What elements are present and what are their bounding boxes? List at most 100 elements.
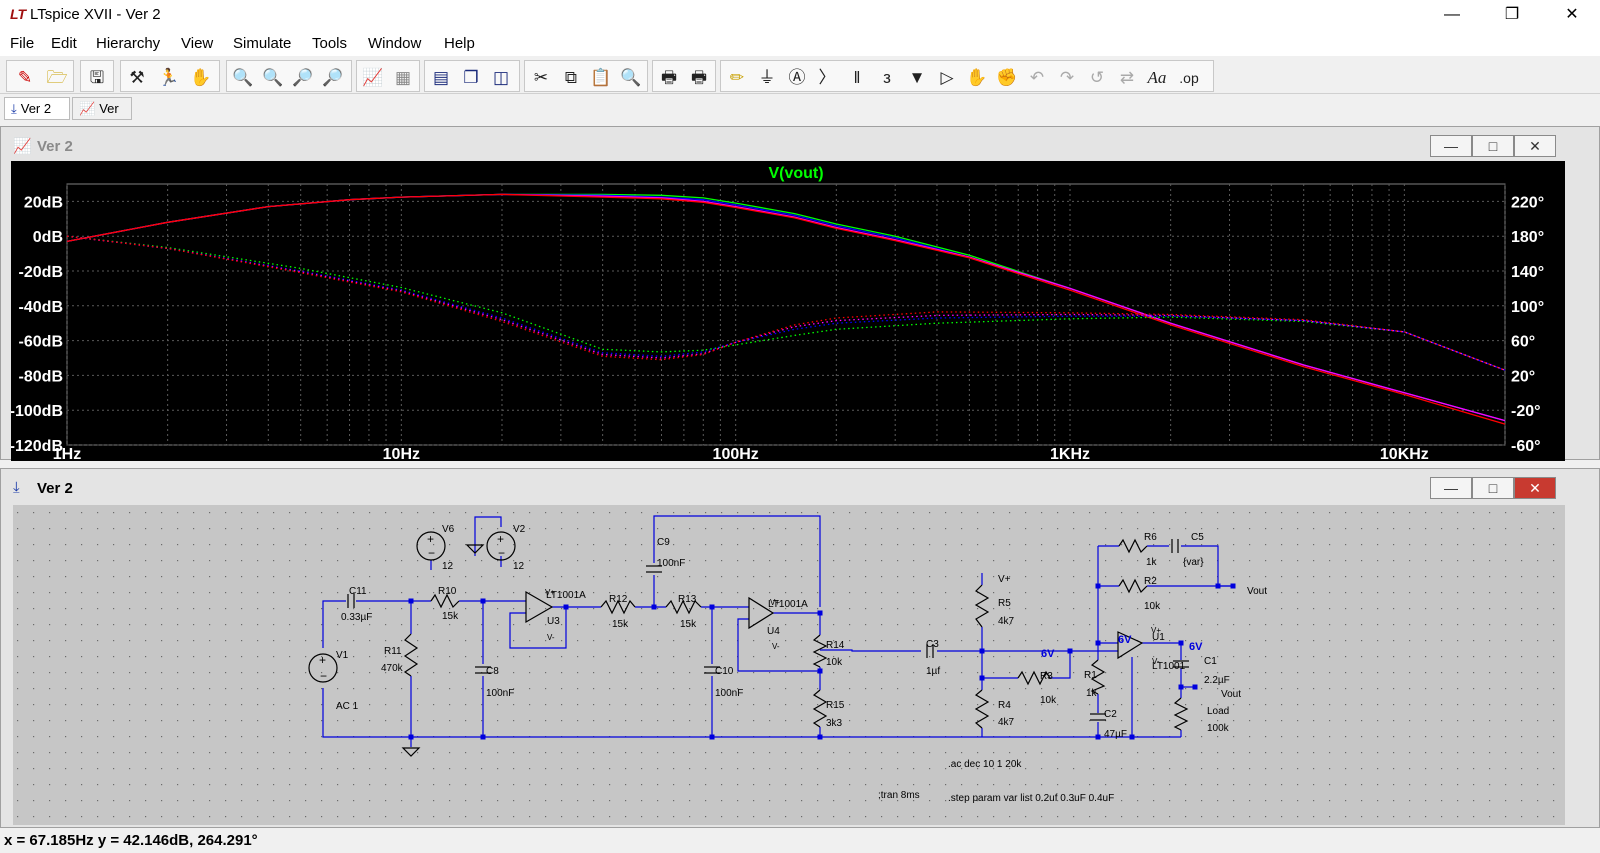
print-icon[interactable]: 🖶: [660, 68, 678, 87]
menu-edit[interactable]: Edit: [51, 35, 77, 52]
cut-icon[interactable]: ✂: [533, 68, 549, 87]
menu-tools[interactable]: Tools: [312, 35, 348, 52]
waveform-minimize-button[interactable]: —: [1430, 135, 1472, 157]
save-icon[interactable]: 🖫: [89, 68, 105, 87]
schematic-label: 10k: [1040, 695, 1057, 706]
tab-waveform[interactable]: 📈Ver 2: [72, 97, 132, 138]
tile-horizontal-icon[interactable]: ▤: [432, 68, 450, 87]
schematic-label: LT1001A: [768, 599, 808, 610]
cascade-icon[interactable]: ❐: [463, 68, 479, 87]
schematic-maximize-button[interactable]: □: [1472, 477, 1514, 499]
menu-simulate[interactable]: Simulate: [233, 35, 292, 52]
menu-hierarchy[interactable]: Hierarchy: [96, 35, 161, 52]
title-bar: LT LTspice XVII - Ver 2 — ❐ ✕: [0, 0, 1600, 30]
fft-icon[interactable]: ▦: [394, 68, 412, 87]
ground-symbol: [465, 544, 485, 554]
phase-trace: [66, 235, 1506, 371]
control-panel-icon[interactable]: ⚒: [129, 68, 145, 87]
waveform-close-button[interactable]: ✕: [1514, 135, 1556, 157]
wire: [653, 515, 821, 607]
junction-dot: [1230, 583, 1236, 589]
schematic-label: C9: [657, 537, 670, 548]
y-tick-label-left: 20dB: [24, 194, 63, 211]
bode-plot[interactable]: 20dB0dB-20dB-40dB-60dB-80dB-100dB-120dB2…: [11, 161, 1565, 461]
waveform-maximize-button[interactable]: □: [1472, 135, 1514, 157]
spice-directive-icon[interactable]: .op: [1179, 70, 1199, 86]
tab-schematic[interactable]: ⤓Ver 2: [4, 97, 70, 120]
ground-icon[interactable]: ⏚: [758, 68, 776, 87]
undo-icon[interactable]: ↶: [1029, 68, 1045, 87]
opamp-pin-label: V+: [545, 588, 555, 597]
x-tick-label: 1Hz: [53, 446, 81, 461]
status-bar: x = 67.185Hz y = 42.146dB, 264.291°: [0, 829, 1600, 853]
zoom-out-icon[interactable]: 🔎: [292, 68, 314, 87]
schematic-canvas[interactable]: + − + − + − V612V212C9100nFC110.33µFR101…: [13, 505, 1565, 825]
ltspice-logo-icon: LT: [10, 6, 27, 22]
drag-icon[interactable]: ✊: [996, 68, 1018, 87]
schematic-label: 4k7: [998, 616, 1015, 627]
diode-icon[interactable]: ▼: [908, 68, 926, 87]
schematic-label: {var}: [1183, 557, 1204, 568]
menu-window[interactable]: Window: [368, 35, 422, 52]
opamp-pin-label: V+: [770, 598, 780, 607]
menu-file[interactable]: File: [10, 35, 35, 52]
new-schematic-icon[interactable]: ✎: [17, 68, 33, 87]
run-icon[interactable]: 🏃: [158, 68, 180, 87]
schematic-label: 100nF: [715, 688, 743, 699]
resistor-icon[interactable]: 〉: [818, 68, 836, 87]
copy-icon[interactable]: ⧉: [564, 68, 578, 87]
schematic-close-button[interactable]: ✕: [1514, 477, 1556, 499]
wire-group: [322, 515, 1233, 747]
schematic-label: R2: [1144, 576, 1157, 587]
waveform-window-title: Ver 2: [37, 138, 73, 155]
schematic-window-title: Ver 2: [37, 480, 73, 497]
move-icon[interactable]: ✋: [966, 68, 988, 87]
find-icon[interactable]: 🔍: [620, 68, 642, 87]
junction-dot: [408, 734, 414, 740]
schematic-label: 15k: [612, 619, 629, 630]
minimize-button[interactable]: —: [1444, 6, 1460, 23]
rotate-icon[interactable]: ↺: [1089, 68, 1105, 87]
text-icon[interactable]: Aa: [1147, 68, 1167, 87]
capacitor-icon[interactable]: ‖: [853, 68, 861, 87]
phase-trace: [66, 235, 1506, 371]
zoom-in-icon[interactable]: 🔍: [232, 68, 254, 87]
junction-dot: [1192, 684, 1198, 690]
wire: [820, 649, 921, 652]
magnitude-trace: [66, 193, 1506, 422]
schematic-label: Vout: [1247, 586, 1267, 597]
inductor-icon[interactable]: з: [883, 68, 891, 87]
paste-icon[interactable]: 📋: [590, 68, 612, 87]
close-button[interactable]: ✕: [1565, 6, 1579, 23]
schematic-minimize-button[interactable]: —: [1430, 477, 1472, 499]
schematic-label: 15k: [680, 619, 697, 630]
zoom-fit-icon[interactable]: 🔎: [322, 68, 344, 87]
schematic-label: V2: [513, 524, 526, 535]
print-setup-icon[interactable]: 🖶: [690, 68, 708, 87]
draw-wire-icon[interactable]: ✏: [729, 68, 745, 87]
open-folder-icon[interactable]: 🗁: [46, 68, 68, 87]
component-icon[interactable]: ▷: [940, 68, 954, 87]
y-tick-label-left: -60dB: [19, 334, 63, 351]
schematic-label: 47µF: [1104, 729, 1127, 740]
halt-icon[interactable]: ✋: [190, 68, 212, 87]
menu-view[interactable]: View: [181, 35, 214, 52]
redo-icon[interactable]: ↷: [1059, 68, 1075, 87]
schematic-label: R10: [438, 586, 457, 597]
junction-dot: [1178, 684, 1184, 690]
source-polarity-marks: + − + − + −: [319, 532, 505, 683]
schematic-label: LT1001A: [546, 590, 586, 601]
schematic-label: 100nF: [657, 558, 685, 569]
menu-help[interactable]: Help: [444, 35, 475, 52]
autorange-icon[interactable]: 📈: [362, 68, 384, 87]
label-net-icon[interactable]: Ⓐ: [788, 68, 806, 87]
tile-vertical-icon[interactable]: ◫: [492, 68, 510, 87]
y-tick-label-left: -40dB: [19, 299, 63, 316]
pan-icon[interactable]: 🔍: [262, 68, 284, 87]
junction-dot: [1178, 640, 1184, 646]
schematic-label: 100k: [1207, 723, 1230, 734]
y-tick-label-right: 100°: [1511, 299, 1544, 316]
mirror-icon[interactable]: ⇄: [1119, 68, 1135, 87]
schematic-label: C11: [349, 586, 367, 597]
maximize-button[interactable]: ❐: [1504, 6, 1520, 23]
